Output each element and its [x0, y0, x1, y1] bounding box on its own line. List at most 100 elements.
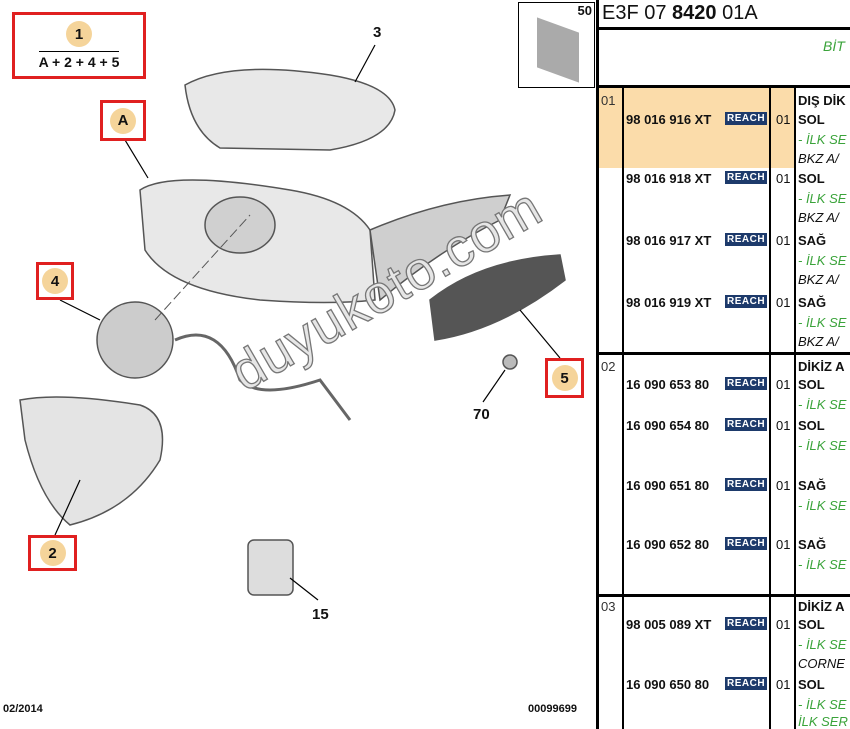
callout-label: 5	[551, 365, 578, 391]
reach-badge: REACH	[725, 478, 768, 491]
description: SOL	[798, 677, 825, 692]
part-number[interactable]: 16 090 653 80	[626, 377, 710, 392]
divider	[769, 85, 771, 729]
group-id: 02	[601, 359, 616, 374]
reference: CORNE	[798, 656, 845, 671]
group-title: DIŞ DİK	[798, 93, 846, 108]
reach-badge: REACH	[725, 677, 768, 690]
part-number[interactable]: 98 016 917 XT	[626, 233, 712, 248]
formula-bubble: 1	[66, 21, 92, 47]
quantity: 01	[776, 537, 791, 552]
callout-label: 2	[39, 540, 66, 566]
part-50-icon	[537, 17, 579, 83]
selected-row-highlight	[623, 88, 795, 168]
quantity: 01	[776, 171, 791, 186]
group-title: DİKİZ A	[798, 359, 845, 374]
quantity: 01	[776, 478, 791, 493]
description: SAĞ	[798, 295, 827, 310]
reference: BKZ A/	[798, 272, 839, 287]
reach-badge: REACH	[725, 233, 768, 246]
header-bold: 8420	[672, 2, 717, 24]
part-number[interactable]: 16 090 650 80	[626, 677, 710, 692]
note: - İLK SE	[798, 438, 847, 453]
header-suffix: 01A	[716, 2, 758, 24]
part-number[interactable]: 98 005 089 XT	[626, 617, 712, 632]
description: SAĞ	[798, 233, 827, 248]
reach-badge: REACH	[725, 537, 768, 550]
callout-label: A	[110, 107, 136, 134]
footer-date: 02/2014	[3, 703, 43, 715]
callout-label: 4	[42, 268, 68, 294]
divider	[622, 85, 624, 729]
divider	[596, 85, 850, 88]
mirror-frame-part-5	[429, 254, 566, 341]
reach-badge: REACH	[725, 377, 768, 390]
group-id: 01	[601, 93, 616, 108]
note: - İLK SE	[798, 315, 847, 330]
part-number[interactable]: 98 016 919 XT	[626, 295, 712, 310]
footer-code: 00099699	[528, 703, 577, 715]
reference: BKZ A/	[798, 210, 839, 225]
label-70[interactable]: 70	[473, 406, 490, 423]
description: SOL	[798, 418, 825, 433]
description: SOL	[798, 377, 825, 392]
motor-part-4	[96, 301, 174, 379]
note: - İLK SE	[798, 697, 847, 712]
quantity: 01	[776, 295, 791, 310]
divider	[596, 0, 599, 729]
note: - İLK SE	[798, 132, 847, 147]
quantity: 01	[776, 233, 791, 248]
quantity: 01	[776, 617, 791, 632]
description: SAĞ	[798, 478, 827, 493]
note-continued: İLK SER	[798, 714, 848, 729]
divider	[596, 352, 850, 355]
mirror-glass-part-2	[19, 396, 164, 526]
part-number[interactable]: 16 090 651 80	[626, 478, 710, 493]
callout-A[interactable]: A	[100, 100, 146, 141]
reach-badge: REACH	[725, 295, 768, 308]
part-50-box[interactable]: 50	[518, 2, 595, 88]
description: SOL	[798, 617, 825, 632]
part-number[interactable]: 16 090 654 80	[626, 418, 710, 433]
reach-badge: REACH	[725, 617, 768, 630]
mirror-base	[369, 194, 512, 302]
note: - İLK SE	[798, 557, 847, 572]
note: - İLK SE	[798, 191, 847, 206]
reach-badge: REACH	[725, 112, 768, 125]
description: SOL	[798, 171, 825, 186]
part-number[interactable]: 98 016 918 XT	[626, 171, 712, 186]
note: - İLK SE	[798, 637, 847, 652]
quantity: 01	[776, 677, 791, 692]
divider	[596, 594, 850, 597]
table-header: E3F 07 8420 01A	[602, 2, 758, 25]
quantity: 01	[776, 418, 791, 433]
label-3[interactable]: 3	[373, 24, 382, 41]
label-50: 50	[577, 3, 592, 18]
description: SOL	[798, 112, 825, 127]
note: - İLK SE	[798, 253, 847, 268]
mirror-parts-drawing	[19, 44, 566, 601]
quantity: 01	[776, 112, 791, 127]
group-id: 03	[601, 599, 616, 614]
callout-2[interactable]: 2	[28, 535, 77, 571]
part-number[interactable]: 16 090 652 80	[626, 537, 710, 552]
label-15[interactable]: 15	[312, 606, 329, 623]
reach-badge: REACH	[725, 171, 768, 184]
header-prefix: E3F 07	[602, 2, 673, 24]
group-title: DİKİZ A	[798, 599, 845, 614]
reference: BKZ A/	[798, 334, 839, 349]
callout-4[interactable]: 4	[36, 262, 74, 300]
note: - İLK SE	[798, 397, 847, 412]
assembly-formula: A + 2 + 4 + 5	[38, 51, 120, 70]
nut-part-70	[502, 354, 518, 370]
divider	[794, 85, 796, 729]
callout-5[interactable]: 5	[545, 358, 584, 398]
part-number[interactable]: 98 016 916 XT	[626, 112, 712, 127]
table-subtitle: BİT	[823, 38, 845, 54]
quantity: 01	[776, 377, 791, 392]
description: SAĞ	[798, 537, 827, 552]
reference: BKZ A/	[798, 151, 839, 166]
mirror-cover-part-3	[184, 68, 396, 151]
selected-row-highlight-id	[597, 88, 623, 168]
divider	[596, 27, 850, 30]
